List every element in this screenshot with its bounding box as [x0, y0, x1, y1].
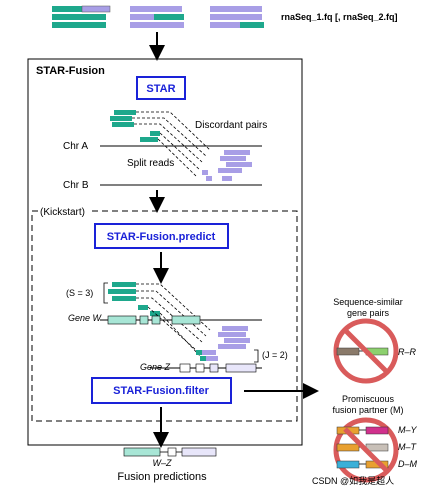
j-label: (J = 2) [262, 350, 288, 360]
star-box-label: STAR [146, 83, 175, 95]
predict-label: STAR-Fusion.predict [107, 231, 216, 243]
discordant-pairs-label: Discordant pairs [195, 120, 267, 131]
input-label: rnaSeq_1.fq [, rnaSeq_2.fq] [281, 12, 398, 22]
promiscuous-label-1: Promiscuous [342, 394, 395, 404]
gene-z-label: Gene Z [140, 362, 171, 372]
fusion-predictions-label: Fusion predictions [117, 471, 207, 483]
star-fusion-title: STAR-Fusion [36, 65, 105, 77]
alignment-panel-2 [100, 282, 262, 373]
split-reads-label: Split reads [127, 158, 174, 169]
promiscuous-label-2: fusion partner (M) [332, 405, 403, 415]
input-reads [52, 5, 264, 28]
filter-box [91, 377, 232, 404]
star-box [136, 76, 186, 100]
dm-label: D–M [398, 459, 418, 469]
filter-label: STAR-Fusion.filter [113, 385, 209, 397]
fusion-prediction-wz [123, 447, 217, 457]
seq-similar-label-1: Sequence-similar [333, 297, 403, 307]
mt-label: M–T [398, 442, 418, 452]
chr-a-label: Chr A [63, 141, 88, 152]
s-label: (S = 3) [66, 288, 93, 298]
kickstart-box [31, 210, 298, 422]
seq-similar-label-2: gene pairs [347, 308, 390, 318]
prohibited-promiscuous-icon [333, 417, 399, 483]
my-label: M–Y [398, 425, 418, 435]
rr-label: R–R [398, 347, 417, 357]
chr-b-label: Chr B [63, 180, 89, 191]
prohibited-seq-similar-icon [333, 318, 399, 384]
predict-box [94, 223, 229, 249]
gene-w-label: Gene W [68, 313, 103, 323]
watermark: CSDN @如我是超人 [312, 475, 394, 486]
alignment-panel-1 [100, 110, 262, 186]
wz-label: W–Z [153, 458, 173, 468]
kickstart-label: (Kickstart) [40, 207, 85, 218]
